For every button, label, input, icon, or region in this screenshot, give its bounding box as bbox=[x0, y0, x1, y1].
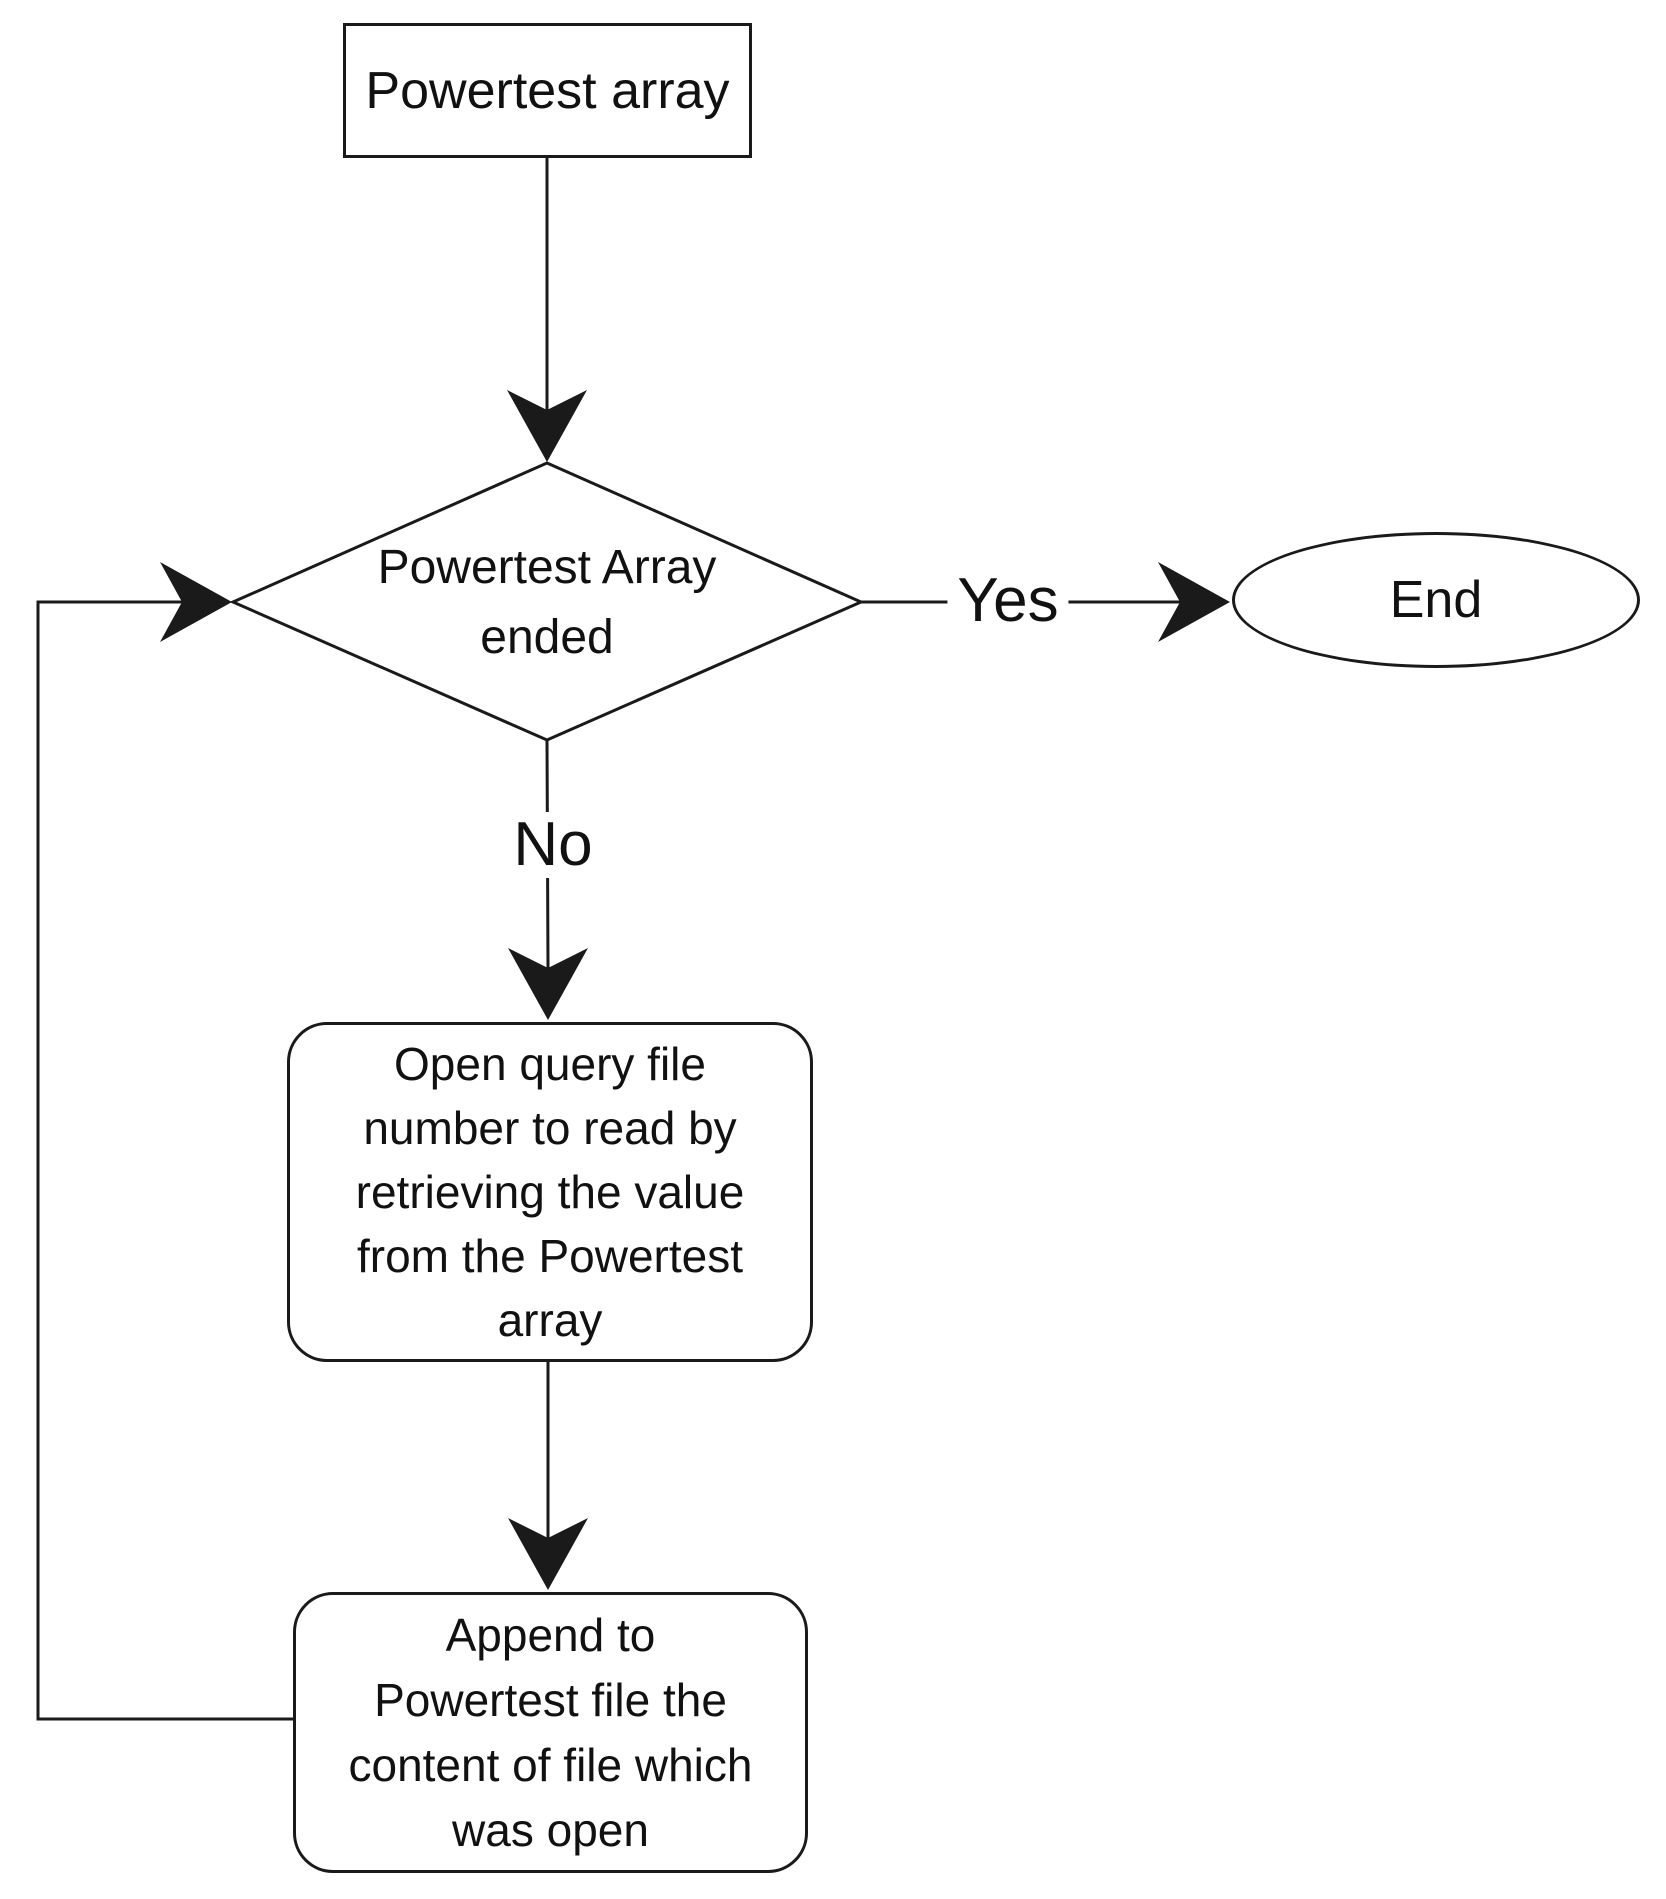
end-node: End bbox=[1232, 532, 1640, 668]
arrowhead-into-end bbox=[1158, 562, 1230, 642]
arrowhead-into-append bbox=[508, 1518, 588, 1590]
process-append-node: Append to Powertest file the content of … bbox=[293, 1592, 808, 1873]
decision-node: Powertest Array ended bbox=[347, 533, 747, 673]
arrowhead-into-open-query bbox=[508, 948, 588, 1020]
process-append-line: content of file which bbox=[348, 1738, 753, 1791]
decision-node-label-line: ended bbox=[480, 611, 614, 664]
process-append-line: was open bbox=[452, 1803, 649, 1856]
process-open-query-line: retrieving the value bbox=[355, 1166, 745, 1218]
process-open-query-line: from the Powertest bbox=[356, 1230, 744, 1282]
start-node-label: Powertest array bbox=[365, 61, 730, 120]
yes-edge-label: Yes bbox=[947, 568, 1069, 634]
arrowhead-into-decision-top bbox=[507, 390, 587, 462]
start-node: Powertest array bbox=[343, 23, 752, 158]
arrowhead-into-decision-left bbox=[160, 562, 232, 642]
process-open-query-node: Open query file number to read by retrie… bbox=[287, 1022, 813, 1362]
edge-loop-append-to-decision bbox=[36, 600, 293, 1721]
process-append-line: Append to bbox=[445, 1608, 656, 1661]
process-open-query-line: Open query file bbox=[394, 1038, 706, 1090]
decision-node-label-line: Powertest Array bbox=[377, 541, 717, 594]
end-node-label: End bbox=[1389, 571, 1483, 629]
process-append-line: Powertest file the bbox=[374, 1673, 727, 1726]
process-open-query-line: array bbox=[497, 1294, 603, 1346]
no-edge-label: No bbox=[503, 812, 603, 878]
process-open-query-line: number to read by bbox=[363, 1102, 737, 1154]
